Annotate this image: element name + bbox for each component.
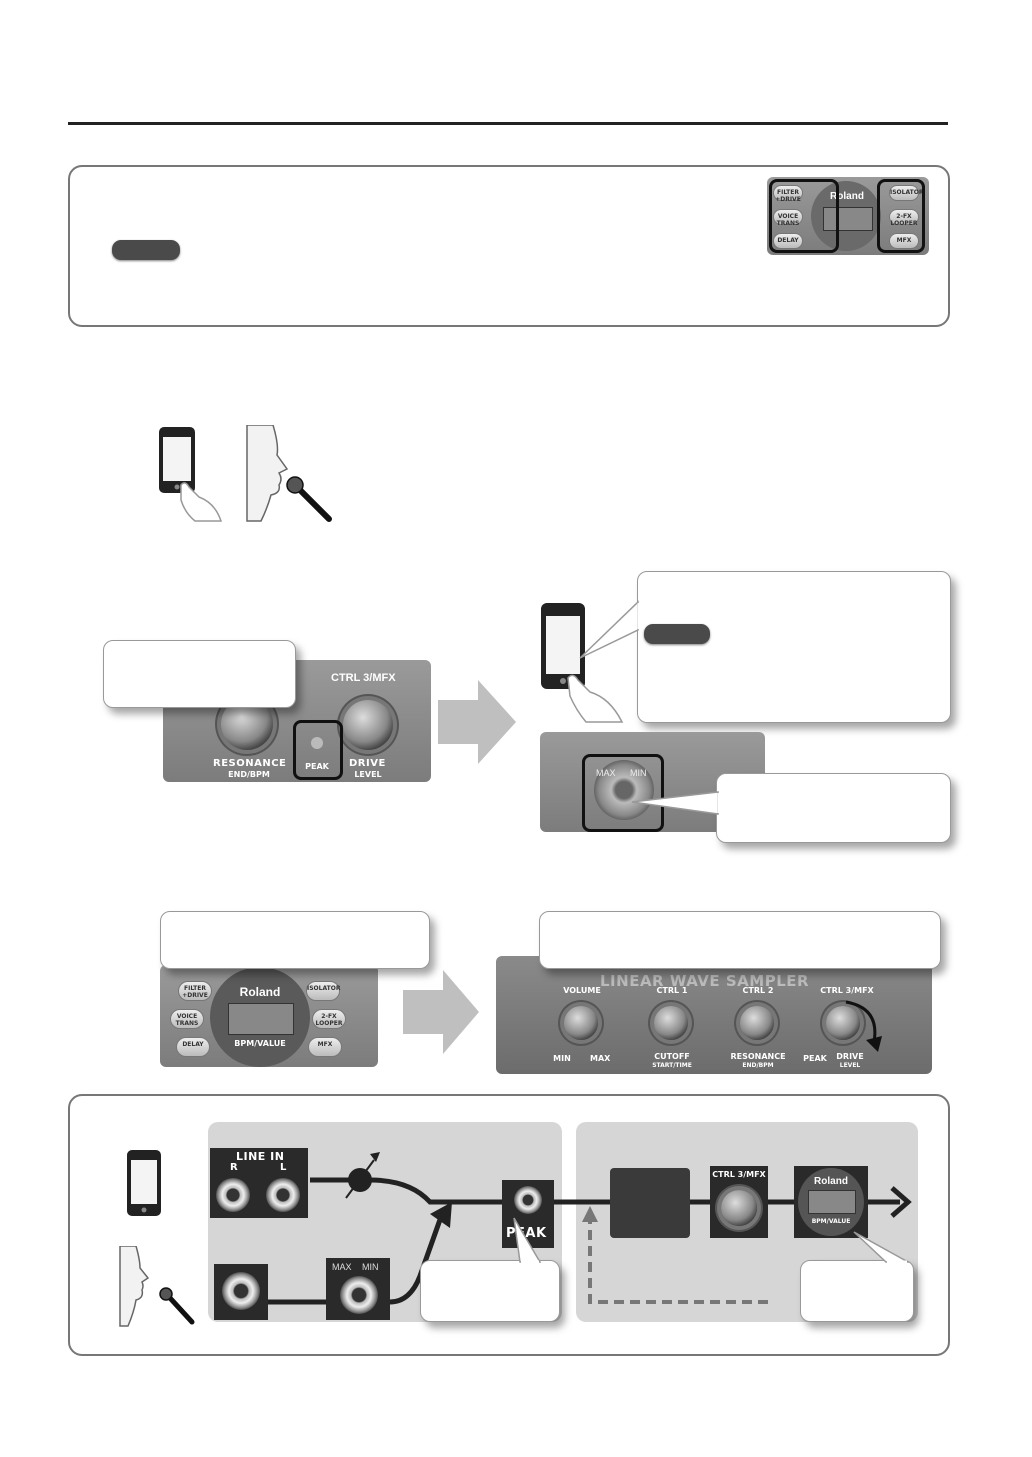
resonance-sub: END/BPM [228,770,270,779]
smartphone-hand-icon [541,603,624,723]
peak-led [514,1186,542,1214]
mic-max-label: MAX [596,768,616,778]
mic-min-label: MIN [630,768,647,778]
display-brand: Roland [239,985,281,999]
flow-display-label: BPM/VALUE [811,1218,851,1225]
flow-min-label: MIN [362,1262,379,1272]
mic-jack-block [214,1264,268,1320]
thumb-btn-looper: 2-FX LOOPER [889,209,919,227]
peak-label: PEAK [803,1054,827,1063]
ctrl2-knob [740,1006,774,1040]
top-panel-photo: LINEAR WAVE SAMPLER VOLUME CTRL 1 CTRL 2… [496,956,932,1074]
effect-box [610,1168,690,1238]
thumb-btn-isolator: ISOLATOR [889,185,923,201]
callout-tail [853,1231,911,1264]
callout-tail [579,600,640,659]
signal-flow-panel: LINE IN R L MAX MIN PEAK CTRL 3/MFX Rola… [68,1094,950,1356]
callout-top-panel [539,911,941,969]
device-thumbnail: Roland FILTER +DRIVE VOICE TRANS DELAY I… [767,177,929,255]
cutoff-sub: START/TIME [652,1062,692,1069]
btn-isolator: ISOLATOR [306,981,340,1001]
btn-voice: VOICE TRANS [170,1009,204,1029]
callout-tail [513,1217,542,1264]
callout-tag [644,624,710,644]
display-block: Roland BPM/VALUE [794,1166,868,1238]
peak-label: PEAK [305,762,329,771]
mic-level-block: MAX MIN [326,1258,390,1320]
rotate-arrow-icon [845,1000,882,1052]
thumb-btn-voice: VOICE TRANS [773,209,803,227]
callout-peak [103,640,296,708]
flow-screen [808,1190,856,1214]
ctrl1-knob [654,1006,688,1040]
btn-filter: FILTER +DRIVE [178,981,212,1001]
voice-mic-icon [246,425,332,522]
note-tag [112,240,180,260]
model-text: LINEAR WAVE SAMPLER [600,972,810,990]
cutoff-label: CUTOFF [654,1052,690,1061]
signal-path [266,1152,912,1305]
thumb-btn-delay: DELAY [773,233,803,249]
jack-body [594,760,654,820]
line-in-r-label: R [230,1162,239,1173]
drive-label: DRIVE [836,1052,864,1061]
thumb-highlight-left [769,179,839,253]
peak-led [311,737,323,749]
thumb-brand: Roland [830,191,864,202]
max-label: MAX [590,1054,611,1063]
drive-knob [343,700,393,750]
thumb-screen [823,207,873,231]
flow-brand: Roland [814,1176,848,1187]
ctrl3-knob [721,1190,757,1226]
callout-tail [631,791,720,815]
line-in-label: LINE IN [236,1150,285,1163]
ctrl3-block: CTRL 3/MFX [710,1166,768,1238]
right-arrow-icon [403,970,479,1054]
ctrl1-label: CTRL 1 [656,986,688,995]
flow-ctrl3-label: CTRL 3/MFX [712,1170,766,1179]
line-in-l-jack [266,1178,300,1212]
callout-effect-buttons [160,911,430,969]
drive-sub: LEVEL [354,770,382,779]
ctrl3-knob [826,1006,860,1040]
thumb-btn-filter: FILTER +DRIVE [773,185,803,203]
ctrl3-label: CTRL 3/MFX [331,672,396,684]
line-in-r-jack [216,1178,250,1212]
flow-max-label: MAX [332,1262,352,1272]
smartphone-hand-icon [159,427,223,522]
callout-flow-peak [420,1260,560,1322]
volume-label: VOLUME [563,986,601,995]
mic-level-highlight [582,754,664,832]
display-screen [228,1003,294,1035]
btn-looper: 2-FX LOOPER [312,1009,346,1029]
ctrl2-label: CTRL 2 [742,986,774,995]
right-arrow-icon [438,680,516,764]
btn-mfx: MFX [308,1037,342,1057]
effect-buttons-photo: Roland BPM/VALUE FILTER +DRIVE VOICE TRA… [160,965,378,1067]
mic-jack [222,1272,260,1310]
ctrl3-label: CTRL 3/MFX [820,986,874,995]
thumb-btn-mfx: MFX [889,233,919,249]
resonance-label: RESONANCE [213,758,287,769]
smartphone-icon [127,1150,161,1216]
line-in-l-label: L [280,1162,287,1173]
voice-mic-icon [119,1246,195,1327]
drive-sub: LEVEL [839,1062,861,1069]
min-label: MIN [553,1054,571,1063]
header-rule [68,122,948,125]
line-in-block: LINE IN R L [210,1148,308,1218]
drive-label: DRIVE [349,758,386,769]
note-panel: Roland FILTER +DRIVE VOICE TRANS DELAY I… [68,165,950,327]
resonance-label: RESONANCE [730,1052,786,1061]
mic-level-knob [340,1276,378,1314]
callout-smartphone [637,571,951,723]
display-label: BPM/VALUE [234,1039,286,1048]
thumb-highlight-right [877,179,925,253]
btn-delay: DELAY [176,1037,210,1057]
callout-mic-level [716,773,951,843]
volume-knob [564,1006,598,1040]
callout-flow-display [800,1260,914,1322]
resonance-sub: END/BPM [742,1062,774,1069]
peak-highlight [293,720,343,780]
